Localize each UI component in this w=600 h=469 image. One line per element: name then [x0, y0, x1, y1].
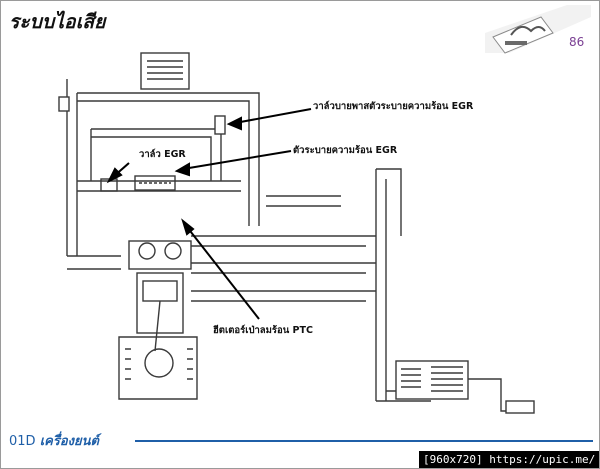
footer-section: 01D เครื่องยนต์	[9, 430, 99, 451]
callout-arrows	[106, 108, 312, 320]
label-ptc-heater: ฮีตเตอร์เป่าลมร้อน PTC	[213, 324, 313, 336]
label-egr-bypass-valve: วาล์วบายพาสตัวระบายความร้อน EGR	[313, 100, 474, 112]
watermark: [960x720] https://upic.me/	[419, 451, 599, 468]
label-egr-cooler: ตัวระบายความร้อน EGR	[293, 144, 398, 156]
slide-title: ระบบไอเสีย	[9, 11, 106, 33]
page-number: 86	[569, 35, 585, 49]
engine	[118, 240, 198, 400]
footer-subject: เครื่องยนต์	[39, 434, 99, 449]
mazda-logo-icon	[485, 5, 591, 54]
footer-divider	[135, 440, 593, 442]
label-egr-valve: วาล์ว EGR	[139, 148, 186, 160]
footer-model: 01D	[9, 434, 36, 449]
